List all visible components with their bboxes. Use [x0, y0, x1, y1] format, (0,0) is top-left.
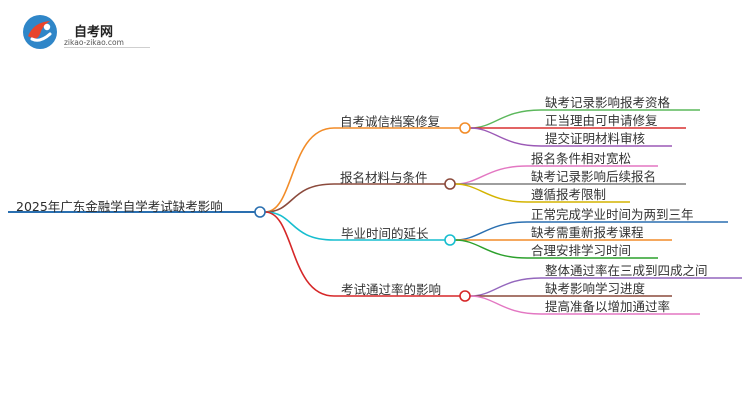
- branch-node-dot: [459, 122, 471, 134]
- branch-connector: [264, 211, 335, 297]
- logo-divider: [64, 47, 150, 48]
- leaf-label-4-2: 缺考影响学习进度: [545, 281, 646, 296]
- branch-connector: [264, 183, 335, 213]
- logo-url: zikao-zikao.com: [64, 38, 124, 47]
- root-topic-label: 2025年广东金融学自学考试缺考影响: [16, 199, 223, 214]
- leaf-label-3-3: 合理安排学习时间: [531, 243, 632, 258]
- branch-node-dot: [444, 234, 456, 246]
- leaf-label-3-2: 缺考需重新报考课程: [531, 225, 644, 240]
- branch-label-2: 报名材料与条件: [340, 170, 428, 185]
- logo-title: 自考网: [74, 25, 114, 40]
- branch-connector: [264, 211, 335, 241]
- leaf-label-4-3: 提高准备以增加通过率: [545, 299, 671, 314]
- leaf-label-1-3: 提交证明材料审核: [545, 131, 646, 146]
- branch-node-dot: [444, 178, 456, 190]
- leaf-connector: [454, 239, 528, 259]
- branch-node-dot: [459, 290, 471, 302]
- leaf-label-4-1: 整体通过率在三成到四成之间: [545, 263, 708, 278]
- leaf-connector: [454, 221, 528, 241]
- leaf-connector: [454, 183, 528, 203]
- leaf-label-2-2: 缺考记录影响后续报名: [531, 169, 657, 184]
- leaf-label-1-2: 正当理由可申请修复: [545, 113, 658, 128]
- leaf-label-1-1: 缺考记录影响报考资格: [545, 95, 671, 110]
- leaf-connector: [469, 277, 542, 297]
- branch-connector: [264, 127, 335, 213]
- root-node-dot: [254, 206, 266, 218]
- branch-label-3: 毕业时间的延长: [341, 226, 429, 241]
- leaf-label-2-1: 报名条件相对宽松: [531, 151, 632, 166]
- leaf-connector: [454, 165, 528, 185]
- leaf-label-2-3: 遵循报考限制: [531, 187, 607, 202]
- leaf-connector: [469, 295, 542, 315]
- leaf-label-3-1: 正常完成学业时间为两到三年: [531, 207, 694, 222]
- logo-icon: [23, 15, 57, 49]
- leaf-connector: [469, 109, 542, 129]
- branch-label-1: 自考诚信档案修复: [340, 114, 441, 129]
- branch-label-4: 考试通过率的影响: [341, 282, 442, 297]
- leaf-connector: [469, 127, 542, 147]
- site-logo[interactable]: 自考网 zikao-zikao.com: [20, 12, 150, 56]
